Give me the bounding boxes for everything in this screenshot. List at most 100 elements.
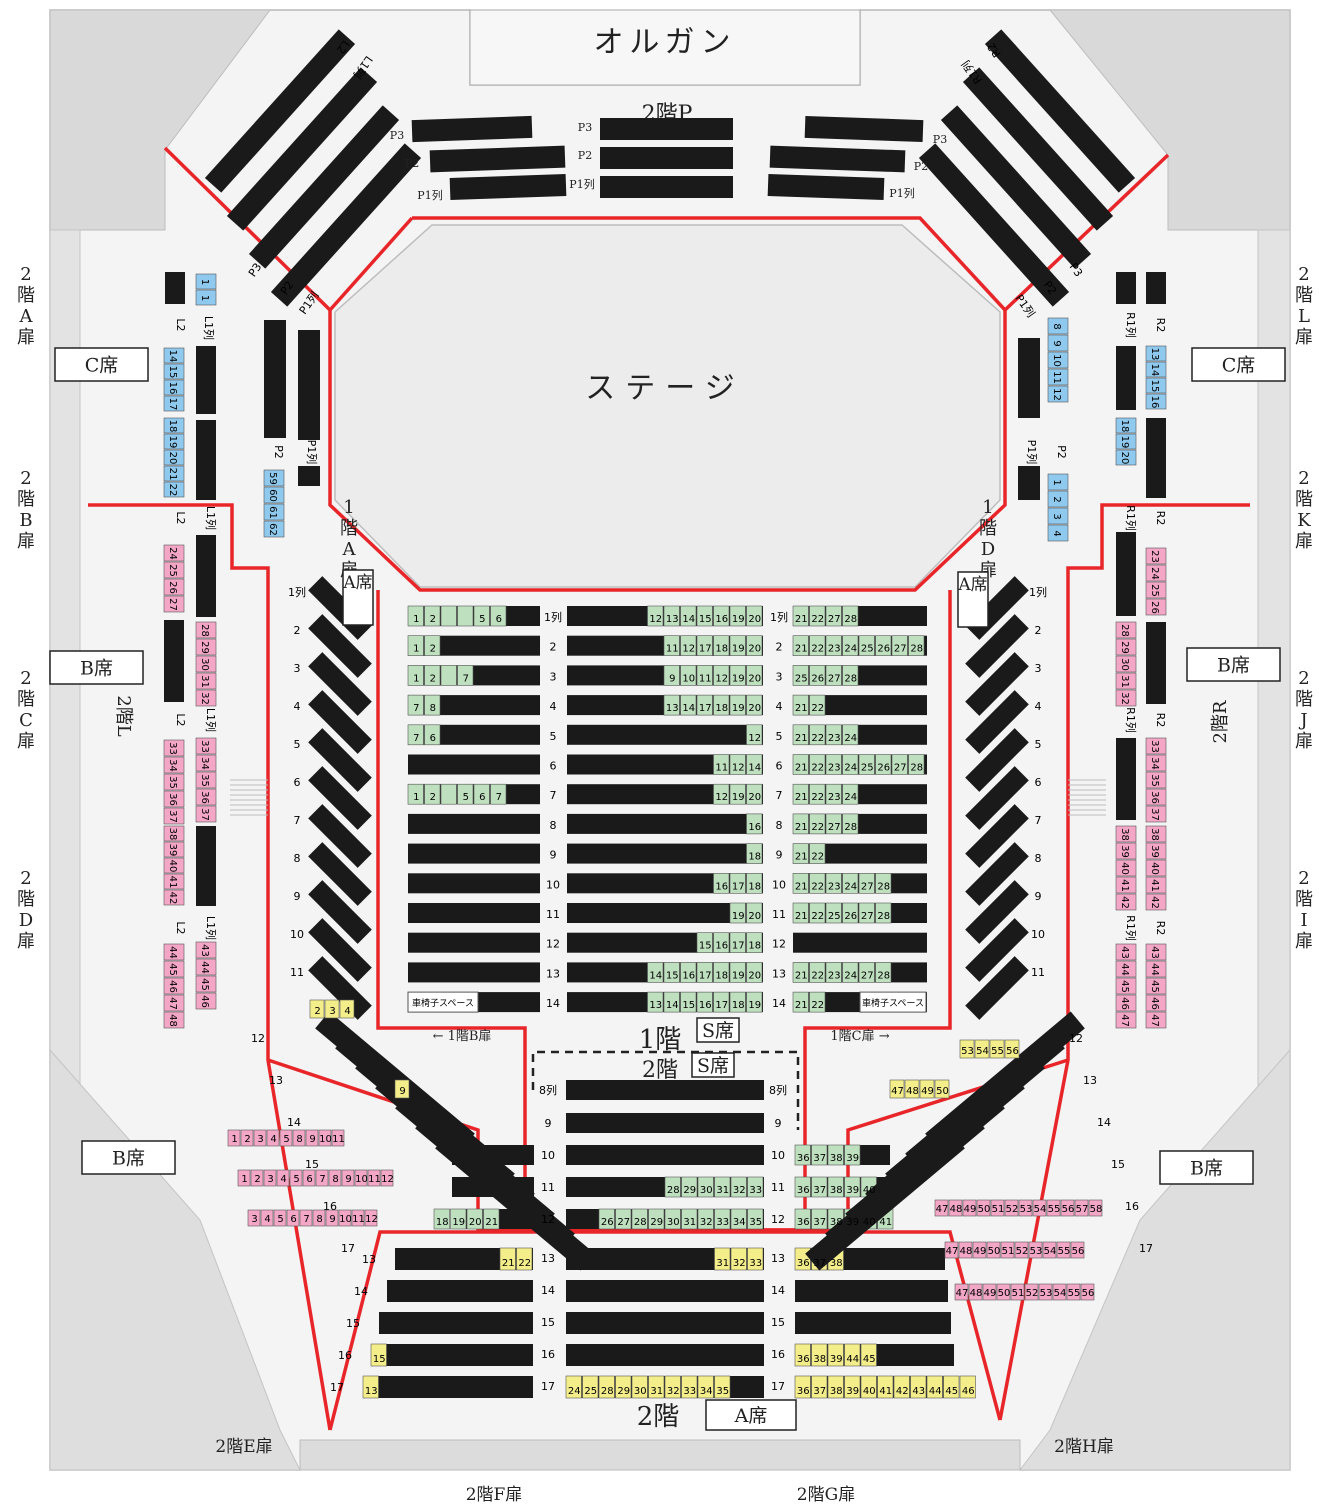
c-seat[interactable] [1145, 393, 1167, 410]
s-seat[interactable] [664, 1208, 681, 1230]
s-seat[interactable] [680, 605, 697, 627]
s-seat[interactable] [746, 902, 763, 924]
b-seat[interactable] [1115, 825, 1137, 843]
b-seat[interactable] [1115, 859, 1137, 877]
b-seat[interactable] [1056, 1241, 1071, 1259]
b-seat[interactable] [1038, 1283, 1053, 1301]
s-seat[interactable] [714, 1176, 731, 1198]
a-seat[interactable] [811, 1375, 828, 1399]
b-seat[interactable] [260, 1209, 274, 1227]
b-seat[interactable] [312, 1209, 326, 1227]
s-seat[interactable] [746, 872, 763, 894]
s-seat[interactable] [746, 843, 763, 864]
a-seat[interactable] [370, 1343, 387, 1367]
s-seat[interactable] [466, 1208, 483, 1230]
b-seat[interactable] [163, 773, 185, 791]
s-seat[interactable] [713, 694, 730, 716]
a-seat[interactable] [889, 1079, 905, 1099]
s-seat[interactable] [875, 754, 892, 775]
s-seat[interactable] [844, 1144, 861, 1166]
b-seat[interactable] [1145, 1011, 1167, 1029]
c-seat[interactable] [1115, 433, 1137, 450]
b-seat[interactable] [253, 1129, 267, 1147]
s-seat[interactable] [908, 635, 925, 657]
b-seat[interactable] [1115, 621, 1137, 639]
b-seat[interactable] [1115, 943, 1137, 961]
s-seat[interactable] [713, 605, 730, 627]
s-seat[interactable] [407, 724, 424, 746]
s-seat[interactable] [811, 1144, 828, 1166]
s-seat[interactable] [825, 754, 842, 775]
s-seat[interactable] [713, 754, 730, 775]
b-seat[interactable] [195, 672, 217, 690]
c-seat[interactable] [263, 520, 285, 538]
a-seat[interactable] [926, 1375, 943, 1399]
a-seat[interactable] [794, 1343, 811, 1367]
b-seat[interactable] [1115, 689, 1137, 707]
s-seat[interactable] [440, 783, 457, 805]
a-seat[interactable] [827, 1343, 844, 1367]
c-seat[interactable] [1145, 345, 1167, 362]
a-seat[interactable] [989, 1039, 1005, 1059]
s-seat[interactable] [663, 962, 680, 983]
a-seat[interactable] [904, 1079, 920, 1099]
b-seat[interactable] [1145, 825, 1167, 843]
a-seat[interactable] [747, 1247, 764, 1271]
b-seat[interactable] [1018, 1199, 1033, 1217]
a-seat[interactable] [730, 1247, 747, 1271]
b-seat[interactable] [318, 1129, 332, 1147]
s-seat[interactable] [858, 754, 875, 775]
s-seat[interactable] [648, 1208, 665, 1230]
s-seat[interactable] [746, 813, 763, 835]
a-seat[interactable] [394, 1079, 410, 1099]
s-seat[interactable] [729, 872, 746, 894]
b-seat[interactable] [163, 544, 185, 562]
a-seat[interactable] [844, 1343, 861, 1367]
c-seat[interactable] [1145, 361, 1167, 378]
a-seat[interactable] [664, 1375, 681, 1399]
s-seat[interactable] [729, 754, 746, 775]
s-seat[interactable] [827, 1144, 844, 1166]
b-seat[interactable] [1000, 1241, 1015, 1259]
s-seat[interactable] [809, 665, 826, 686]
a-seat[interactable] [1004, 1039, 1020, 1059]
b-seat[interactable] [305, 1129, 319, 1147]
c-seat[interactable] [1115, 449, 1137, 466]
s-seat[interactable] [792, 605, 809, 627]
s-seat[interactable] [825, 783, 842, 805]
s-seat[interactable] [490, 605, 507, 627]
s-seat[interactable] [729, 783, 746, 805]
c-seat[interactable] [195, 289, 217, 306]
s-seat[interactable] [473, 605, 490, 627]
s-seat[interactable] [696, 991, 713, 1013]
b-seat[interactable] [1066, 1283, 1081, 1301]
b-seat[interactable] [982, 1283, 997, 1301]
s-seat[interactable] [713, 665, 730, 686]
b-seat[interactable] [1145, 859, 1167, 877]
s-seat[interactable] [663, 991, 680, 1013]
b-seat[interactable] [958, 1241, 973, 1259]
s-seat[interactable] [792, 754, 809, 775]
s-seat[interactable] [825, 813, 842, 835]
s-seat[interactable] [713, 932, 730, 954]
s-seat[interactable] [908, 754, 925, 775]
a-seat[interactable] [794, 1375, 811, 1399]
s-seat[interactable] [809, 635, 826, 657]
s-seat[interactable] [681, 1208, 698, 1230]
s-seat[interactable] [407, 635, 424, 657]
b-seat[interactable] [1115, 655, 1137, 673]
b-seat[interactable] [240, 1129, 254, 1147]
s-seat[interactable] [730, 1208, 747, 1230]
b-seat[interactable] [948, 1199, 963, 1217]
s-seat[interactable] [680, 962, 697, 983]
b-seat[interactable] [237, 1169, 251, 1187]
b-seat[interactable] [1145, 547, 1167, 565]
s-seat[interactable] [746, 962, 763, 983]
b-seat[interactable] [195, 941, 217, 959]
s-seat[interactable] [696, 635, 713, 657]
b-seat[interactable] [1145, 842, 1167, 860]
b-seat[interactable] [380, 1169, 394, 1187]
b-seat[interactable] [1115, 672, 1137, 690]
b-seat[interactable] [341, 1169, 355, 1187]
b-seat[interactable] [195, 737, 217, 755]
